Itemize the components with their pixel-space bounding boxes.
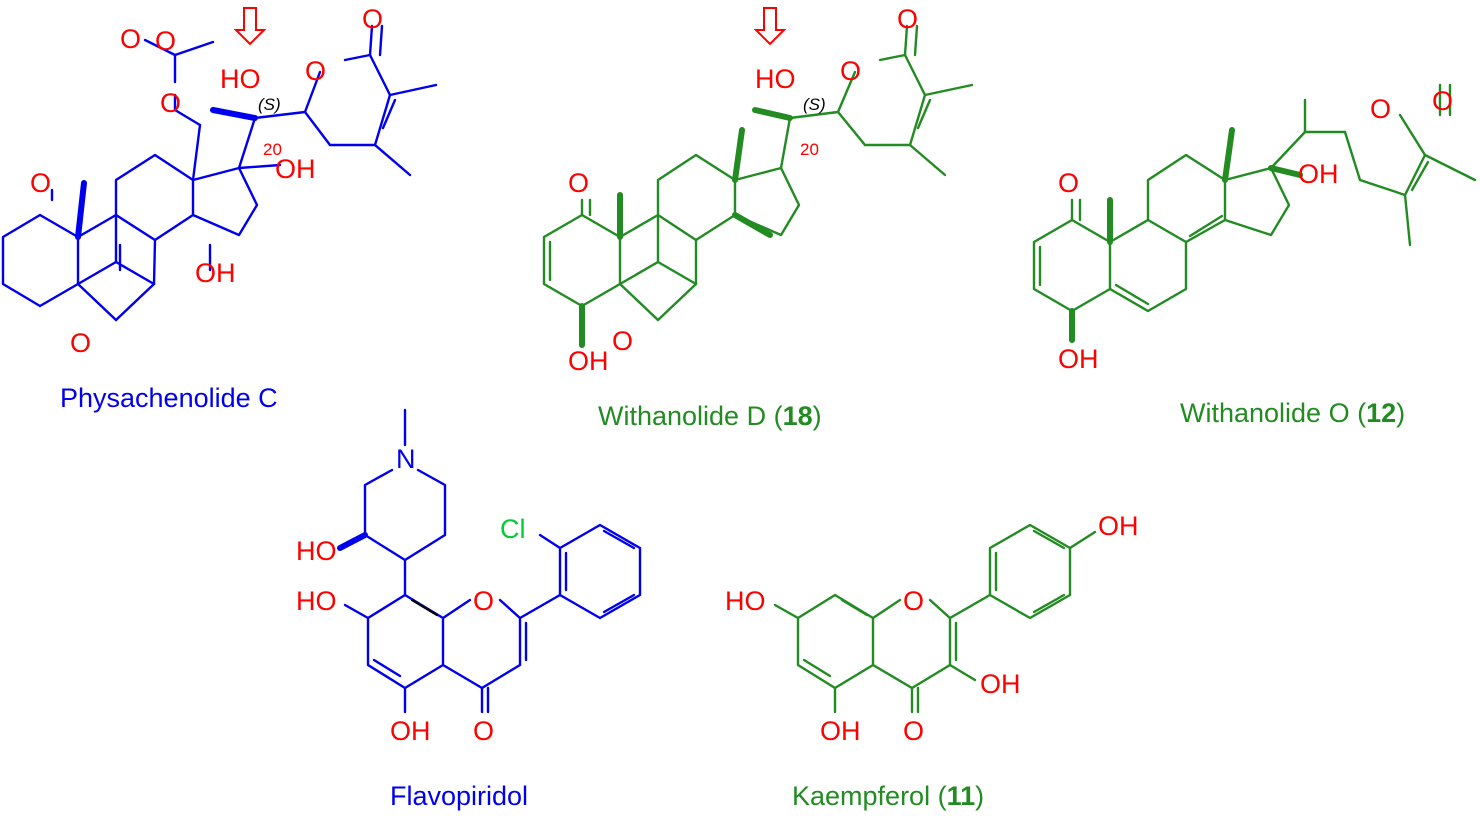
- caption-kaempferol-name: Kaempferol (: [792, 781, 947, 811]
- caption-withanolide-d-name: Withanolide D (: [598, 401, 783, 431]
- structure-kaempferol: [773, 523, 1097, 714]
- caption-withanolide-d-number: 18: [783, 401, 813, 431]
- atom-o: O: [473, 716, 494, 746]
- atom-o: O: [612, 326, 633, 356]
- atom-o: O: [903, 586, 924, 616]
- caption-physachenolide-c: Physachenolide C: [60, 383, 278, 413]
- atom-o: O: [1370, 94, 1391, 124]
- structure-flavopiridol: [337, 408, 642, 714]
- atom-oh: OH: [1298, 159, 1339, 189]
- stereo-label-s: (S): [258, 95, 281, 114]
- atom-o: O: [362, 4, 383, 34]
- atom-oh: OH: [390, 716, 431, 746]
- caption-withanolide-o: Withanolide O (12): [1180, 398, 1405, 428]
- atom-oh: OH: [275, 154, 316, 184]
- atom-o: O: [70, 328, 91, 358]
- arrow-marker-physachenolide: [233, 7, 267, 46]
- atom-o: O: [903, 716, 924, 746]
- caption-kaempferol: Kaempferol (11): [792, 781, 984, 811]
- physachenolide-heteroatoms: O O O O O HO OH OH O O (S) 20: [30, 4, 383, 358]
- caption-close-paren: ): [1396, 398, 1405, 428]
- atom-oh: OH: [980, 669, 1021, 699]
- caption-close-paren: ): [975, 781, 984, 811]
- withanolide-d-heteroatoms: O O OH HO O O (S) 20: [568, 4, 918, 376]
- atom-oh: OH: [195, 258, 236, 288]
- atom-ho: HO: [296, 586, 337, 616]
- carbon-number-20: 20: [800, 140, 819, 159]
- carbon-number-20: 20: [263, 140, 282, 159]
- atom-o: O: [155, 26, 176, 56]
- atom-o: O: [473, 586, 494, 616]
- atom-o: O: [160, 88, 181, 118]
- atom-oh: HO: [755, 64, 796, 94]
- caption-flavopiridol: Flavopiridol: [390, 781, 528, 811]
- kaempferol-heteroatoms: HO O O OH OH OH: [725, 511, 1139, 746]
- caption-withanolide-d: Withanolide D (18): [598, 401, 822, 431]
- atom-cl: Cl: [500, 514, 526, 544]
- atom-ho: HO: [296, 536, 337, 566]
- atom-oh: OH: [1058, 344, 1099, 374]
- atom-oh: OH: [1098, 511, 1139, 541]
- structure-withanolide-o: [1032, 83, 1477, 343]
- caption-close-paren: ): [813, 401, 822, 431]
- stereo-label-s: (S): [803, 95, 826, 114]
- atom-o: O: [568, 168, 589, 198]
- withanolide-o-heteroatoms: O OH OH O O: [1058, 86, 1453, 374]
- atom-n: N: [396, 444, 416, 474]
- atom-o: O: [840, 56, 861, 86]
- atom-oh: OH: [820, 716, 861, 746]
- caption-kaempferol-number: 11: [947, 781, 976, 811]
- flavopiridol-heteroatoms: N HO HO O O OH Cl: [296, 444, 526, 746]
- atom-o: O: [305, 56, 326, 86]
- atom-oh: OH: [568, 346, 609, 376]
- atom-oh: HO: [220, 64, 261, 94]
- caption-withanolide-o-number: 12: [1366, 398, 1396, 428]
- structure-physachenolide-c: [1, 24, 438, 322]
- atom-o: O: [1058, 168, 1079, 198]
- arrow-marker-withanolide-d: [753, 7, 787, 46]
- atom-o: O: [120, 24, 141, 54]
- atom-o: O: [1432, 86, 1453, 116]
- caption-withanolide-o-name: Withanolide O (: [1180, 398, 1366, 428]
- structure-withanolide-d: [542, 24, 974, 348]
- atom-o: O: [30, 168, 51, 198]
- atom-o: O: [897, 4, 918, 34]
- atom-ho: HO: [725, 586, 766, 616]
